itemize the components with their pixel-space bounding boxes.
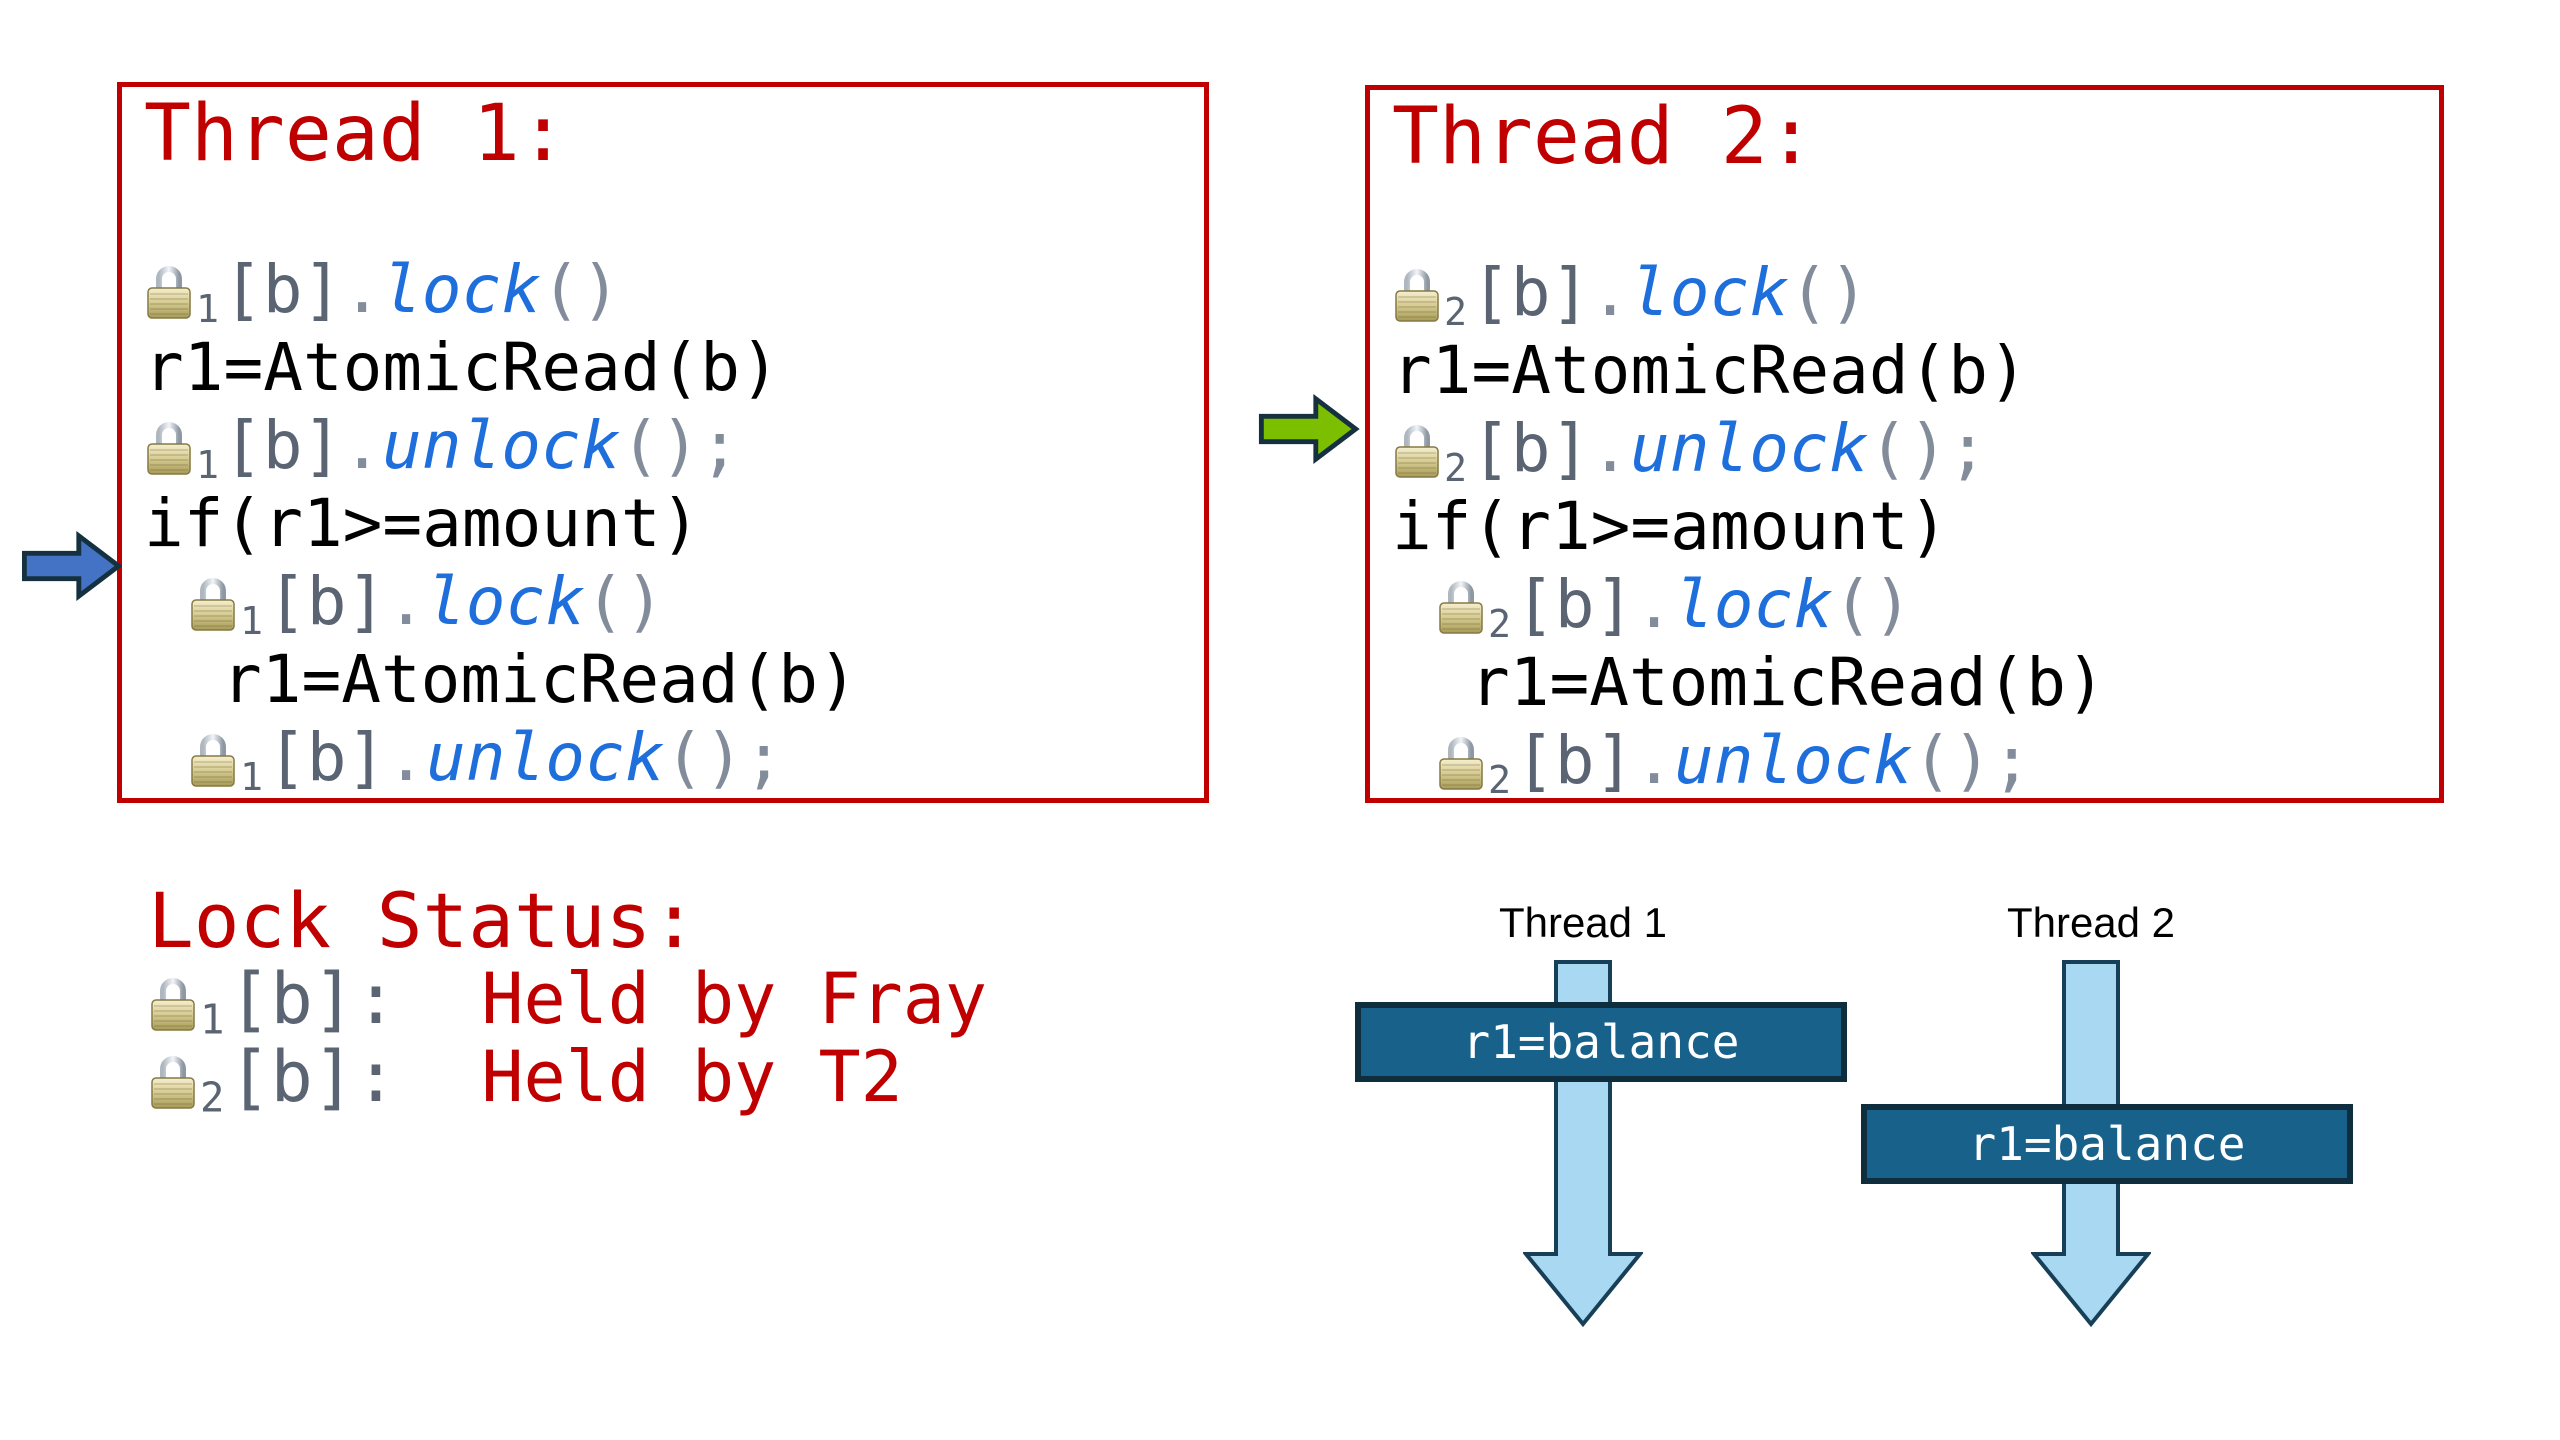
code-line: 2[b].lock() xyxy=(1436,566,2439,647)
code-seg-gray: (); xyxy=(1912,722,2032,799)
thread1-r1-balance-box: r1=balance xyxy=(1355,1002,1847,1082)
code-seg-kw: unlock xyxy=(1674,722,1913,799)
code-seg-slate: [b] xyxy=(223,251,343,328)
code-seg-sub: 1 xyxy=(240,754,264,800)
code-line: r1=AtomicRead(b) xyxy=(1470,644,2439,722)
blue-right-arrow-icon xyxy=(21,530,123,602)
code-seg-slate: : xyxy=(354,1036,398,1118)
code-seg-gray: (); xyxy=(620,407,740,484)
code-seg-plain: r1=AtomicRead(b) xyxy=(144,329,780,406)
code-seg-kw: lock xyxy=(382,251,541,328)
status-line: 1[b]: Held by Fray xyxy=(148,958,988,1044)
lock-icon xyxy=(1436,576,1486,636)
code-line: 2[b].unlock(); xyxy=(1436,722,2439,803)
thread1-title: Thread 1: xyxy=(144,89,567,179)
thread2-code-box: Thread 2: 2[b].lock()r1=AtomicRead(b)2[b… xyxy=(1365,85,2444,803)
code-seg-slate: [b] xyxy=(1515,722,1635,799)
code-seg-kw: lock xyxy=(426,563,585,640)
code-seg-gray: . xyxy=(1634,722,1675,799)
lock-icon xyxy=(188,573,238,633)
code-seg-gray: . xyxy=(1634,566,1675,643)
code-seg-sub: 1 xyxy=(196,442,220,488)
code-seg-gray: () xyxy=(1832,566,1913,643)
green-right-arrow-icon xyxy=(1256,393,1362,465)
code-line: r1=AtomicRead(b) xyxy=(222,641,1204,719)
timeline-thread1-label: Thread 1 xyxy=(1498,899,1668,946)
code-seg-slate: [b] xyxy=(1471,410,1591,487)
code-line: if(r1>=amount) xyxy=(1392,488,2439,566)
code-seg-sub: 2 xyxy=(1488,757,1512,803)
code-line: 1[b].unlock(); xyxy=(144,407,1204,488)
thread1-code: 1[b].lock()r1=AtomicRead(b)1[b].unlock()… xyxy=(144,251,1204,800)
code-seg-kw: unlock xyxy=(382,407,621,484)
code-line: 1[b].unlock(); xyxy=(188,719,1204,800)
code-seg-slate: [b] xyxy=(267,719,387,796)
code-seg-gray: . xyxy=(1590,254,1631,331)
status-line: 2[b]: Held by T2 xyxy=(148,1036,987,1122)
thread2-r1-balance-box: r1=balance xyxy=(1861,1104,2353,1184)
code-seg-sub: 2 xyxy=(1488,601,1512,647)
lock-icon xyxy=(188,729,238,789)
code-line: r1=AtomicRead(b) xyxy=(144,329,1204,407)
code-seg-gray: . xyxy=(1590,410,1631,487)
code-seg-sub: 1 xyxy=(196,286,220,332)
code-seg-gray: () xyxy=(540,251,621,328)
lock-icon xyxy=(148,1051,198,1111)
code-seg-slate: : xyxy=(354,958,398,1040)
code-seg-gray: . xyxy=(386,563,427,640)
code-seg-sub: 2 xyxy=(1444,445,1468,491)
code-seg-sub: 2 xyxy=(200,1073,225,1122)
code-seg-sub: 1 xyxy=(240,598,264,644)
thread1-code-box: Thread 1: 1[b].lock()r1=AtomicRead(b)1[b… xyxy=(117,82,1209,803)
code-seg-gray: () xyxy=(584,563,665,640)
code-seg-gray: . xyxy=(342,407,383,484)
code-line: 2[b].unlock(); xyxy=(1392,410,2439,491)
code-seg-sub: 2 xyxy=(1444,289,1468,335)
code-seg-plain: r1=AtomicRead(b) xyxy=(1470,644,2106,721)
code-seg-gray: . xyxy=(342,251,383,328)
code-seg-plain: if(r1>=amount) xyxy=(144,485,701,562)
code-seg-slate: [b] xyxy=(1471,254,1591,331)
lock-icon xyxy=(1392,420,1442,480)
lock-status-title: Lock Status: xyxy=(148,876,698,965)
lock-icon xyxy=(1436,732,1486,792)
code-seg-kw: unlock xyxy=(1630,410,1869,487)
code-line: if(r1>=amount) xyxy=(144,485,1204,563)
code-seg-kw: unlock xyxy=(426,719,665,796)
code-seg-slate: [b] xyxy=(223,407,343,484)
code-seg-slate: [b] xyxy=(228,958,355,1040)
lock-icon xyxy=(144,261,194,321)
code-seg-slate: [b] xyxy=(267,563,387,640)
lock-icon xyxy=(144,417,194,477)
code-seg-kw: lock xyxy=(1674,566,1833,643)
code-seg-plain: if(r1>=amount) xyxy=(1392,488,1949,565)
code-seg-sub: 1 xyxy=(200,995,225,1044)
timeline-thread2-label: Thread 2 xyxy=(2006,899,2176,946)
code-seg-plain: r1=AtomicRead(b) xyxy=(222,641,858,718)
code-seg-gray: (); xyxy=(1868,410,1988,487)
code-seg-gray: . xyxy=(386,719,427,796)
code-seg-red: Held by T2 xyxy=(397,1036,903,1118)
code-line: 1[b].lock() xyxy=(188,563,1204,644)
lock-icon xyxy=(148,973,198,1033)
lock-icon xyxy=(1392,264,1442,324)
code-line: 1[b].lock() xyxy=(144,251,1204,332)
code-line: 2[b].lock() xyxy=(1392,254,2439,335)
code-seg-kw: lock xyxy=(1630,254,1789,331)
code-seg-slate: [b] xyxy=(228,1036,355,1118)
code-line: r1=AtomicRead(b) xyxy=(1392,332,2439,410)
code-seg-plain: r1=AtomicRead(b) xyxy=(1392,332,2028,409)
code-seg-slate: [b] xyxy=(1515,566,1635,643)
code-seg-gray: () xyxy=(1788,254,1869,331)
code-seg-red: Held by Fray xyxy=(397,958,988,1040)
thread2-title: Thread 2: xyxy=(1392,92,1815,182)
thread2-code: 2[b].lock()r1=AtomicRead(b)2[b].unlock()… xyxy=(1392,254,2439,803)
code-seg-gray: (); xyxy=(664,719,784,796)
